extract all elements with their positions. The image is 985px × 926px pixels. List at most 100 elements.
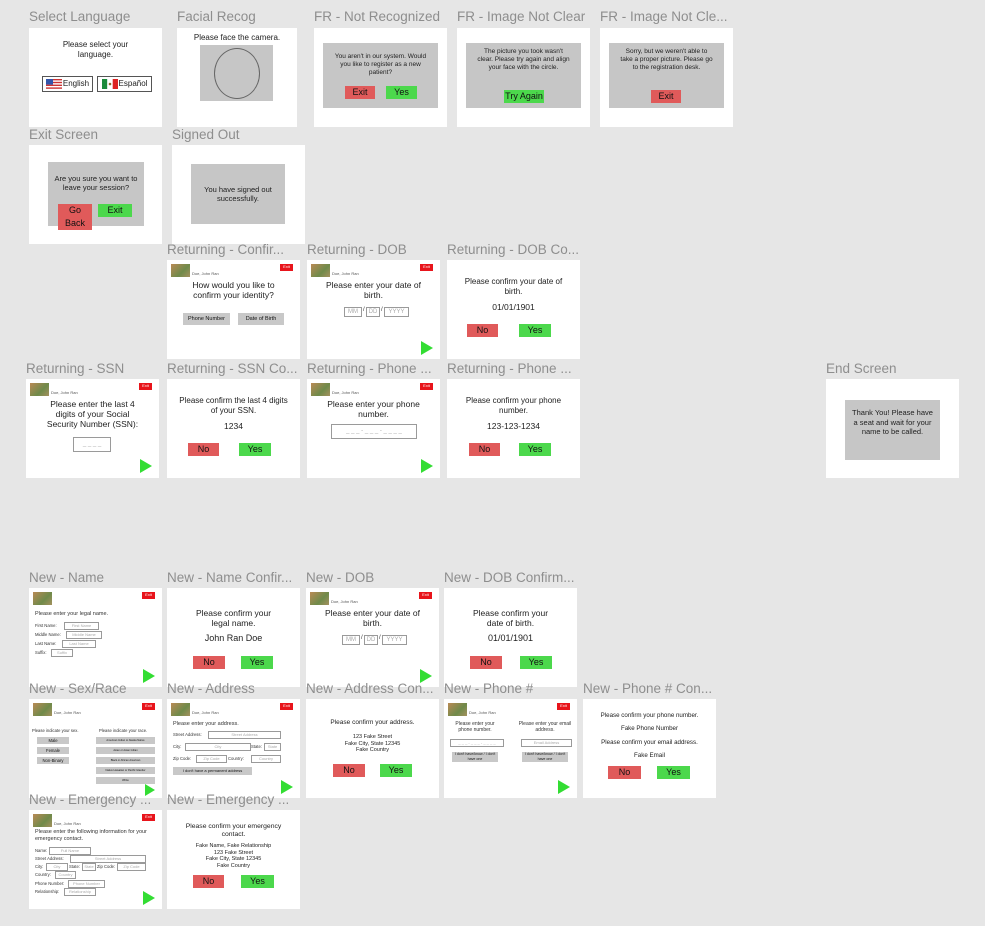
yes-button[interactable]: Yes — [241, 875, 274, 888]
frame-label-new-name: New - Name — [29, 570, 105, 585]
exit-button[interactable]: Exit — [280, 703, 293, 710]
next-play-icon[interactable] — [421, 341, 433, 355]
image-not-clear-message: The picture you took wasn't clear. Pleas… — [477, 48, 570, 71]
dob-year-input[interactable]: YYYY — [384, 307, 409, 317]
next-play-icon[interactable] — [143, 891, 155, 905]
first-name-input[interactable]: First Name — [64, 622, 99, 630]
zip-input[interactable]: Zip Code — [196, 755, 227, 763]
yes-button[interactable]: Yes — [520, 656, 552, 669]
sex-option-female[interactable]: Female — [37, 747, 69, 754]
avatar — [171, 703, 190, 716]
frame-new-dob: Doe, John Ran Exit Please enter your dat… — [306, 588, 439, 687]
next-play-icon[interactable] — [421, 459, 433, 473]
patient-name: Doe, John Ran — [54, 821, 81, 826]
no-button[interactable]: No — [469, 443, 500, 456]
dob-day-input[interactable]: DD — [366, 307, 380, 317]
espanol-button[interactable]: Español — [97, 76, 152, 92]
phone-input[interactable]: Phone Number — [68, 880, 105, 888]
middle-name-input[interactable]: Middle Name — [66, 631, 102, 639]
frame-new-phone-confirm: Please confirm your phone number. Fake P… — [583, 699, 716, 798]
race-option[interactable]: Black or African American — [96, 757, 155, 764]
next-play-icon[interactable] — [281, 780, 293, 794]
state-input[interactable]: State — [264, 743, 281, 751]
exit-button[interactable]: Exit — [98, 204, 132, 217]
no-button[interactable]: No — [188, 443, 219, 456]
confirm-phone-prompt: Please confirm your phone number. — [600, 712, 699, 719]
last-name-input[interactable]: Last Name — [62, 640, 96, 648]
dob-month-input[interactable]: MM — [342, 635, 360, 645]
patient-name: Doe, John Ran — [192, 271, 219, 276]
zip-input[interactable]: Zip Code — [117, 863, 146, 871]
frame-label-new-sex-race: New - Sex/Race — [29, 681, 127, 696]
yes-button[interactable]: Yes — [657, 766, 690, 779]
exit-button[interactable]: Exit — [139, 383, 152, 390]
yes-button[interactable]: Yes — [241, 656, 273, 669]
frame-label-fr-image-not-clear: FR - Image Not Clear — [457, 9, 586, 24]
relationship-input[interactable]: Relationship — [64, 888, 96, 896]
exit-confirm-panel: Are you sure you want to leave your sess… — [48, 162, 144, 230]
exit-button[interactable]: Exit — [557, 703, 570, 710]
no-button[interactable]: No — [470, 656, 502, 669]
phone-input[interactable]: _ _ _ - _ _ _ - _ _ _ _ — [331, 424, 417, 439]
city-input[interactable]: City — [46, 863, 68, 871]
country-input[interactable]: Country — [251, 755, 281, 763]
phone-input[interactable]: _ _ _ - _ _ _ - _ _ _ _ — [450, 739, 504, 747]
next-play-icon[interactable] — [558, 780, 570, 794]
yes-button[interactable]: Yes — [380, 764, 412, 777]
city-input[interactable]: City — [185, 743, 251, 751]
no-button[interactable]: No — [608, 766, 641, 779]
face-outline-circle — [214, 48, 260, 99]
exit-button[interactable]: Exit — [345, 86, 375, 99]
dob-day-input[interactable]: DD — [364, 635, 378, 645]
try-again-button[interactable]: Try Again — [504, 90, 544, 103]
exit-button[interactable]: Exit — [420, 383, 433, 390]
no-button[interactable]: No — [193, 656, 225, 669]
confirm-address-prompt: Please confirm your address. — [330, 719, 415, 726]
next-play-icon[interactable] — [420, 669, 432, 683]
no-button[interactable]: No — [333, 764, 365, 777]
exit-button[interactable]: Exit — [651, 90, 681, 103]
next-play-icon[interactable] — [143, 669, 155, 683]
exit-button[interactable]: Exit — [142, 814, 155, 821]
no-email-button[interactable]: I don't have/know / I don't have one — [522, 752, 568, 762]
frame-label-returning-dob: Returning - DOB — [307, 242, 407, 257]
suffix-input[interactable]: Suffix — [51, 649, 73, 657]
frame-label-returning-phone-confirm: Returning - Phone ... — [447, 361, 572, 376]
no-permanent-address-button[interactable]: I don't have a permanent address — [173, 767, 252, 775]
yes-button[interactable]: Yes — [519, 324, 551, 337]
street-input[interactable]: Street Address — [208, 731, 281, 739]
exit-button[interactable]: Exit — [280, 264, 293, 271]
state-input[interactable]: State — [82, 863, 96, 871]
no-button[interactable]: No — [467, 324, 498, 337]
name-input[interactable]: Full Name — [49, 847, 91, 855]
dob-year-input[interactable]: YYYY — [382, 635, 407, 645]
phone-number-button[interactable]: Phone Number — [183, 313, 230, 325]
race-option[interactable]: White — [96, 777, 155, 784]
race-option[interactable]: Native Hawaiian or Pacific Islander — [96, 767, 155, 774]
next-play-icon[interactable] — [145, 784, 155, 796]
name-value: John Ran Doe — [204, 633, 263, 643]
street-input[interactable]: Street Address — [70, 855, 146, 863]
sex-option-non-binary[interactable]: Non-Binary — [37, 757, 69, 764]
no-phone-button[interactable]: I don't have/know / I don't have one — [452, 752, 498, 762]
yes-button[interactable]: Yes — [519, 443, 551, 456]
race-option[interactable]: American Indian or Alaska Native — [96, 737, 155, 744]
ssn-input[interactable]: _ _ _ _ — [73, 437, 111, 452]
exit-button[interactable]: Exit — [419, 592, 432, 599]
sex-option-male[interactable]: Male — [37, 737, 69, 744]
race-option[interactable]: Asian or Asian Indian — [96, 747, 155, 754]
go-back-button[interactable]: Go Back — [58, 204, 92, 230]
dob-month-input[interactable]: MM — [344, 307, 362, 317]
exit-button[interactable]: Exit — [142, 703, 155, 710]
english-button[interactable]: English — [42, 76, 93, 92]
country-input[interactable]: Country — [55, 871, 76, 879]
email-input[interactable]: Email Address — [521, 739, 572, 747]
no-button[interactable]: No — [193, 875, 224, 888]
next-play-icon[interactable] — [140, 459, 152, 473]
exit-button[interactable]: Exit — [420, 264, 433, 271]
frame-label-new-emergency-confirm: New - Emergency ... — [167, 792, 290, 807]
exit-button[interactable]: Exit — [142, 592, 155, 599]
date-of-birth-button[interactable]: Date of Birth — [238, 313, 284, 325]
yes-button[interactable]: Yes — [239, 443, 271, 456]
yes-button[interactable]: Yes — [386, 86, 417, 99]
